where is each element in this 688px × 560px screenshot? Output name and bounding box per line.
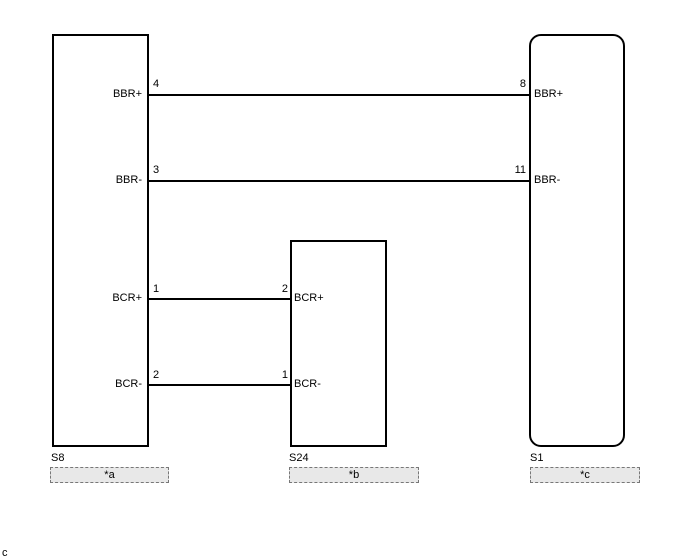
s8-pin-signal: BCR- <box>115 378 142 390</box>
s8-pin-number: 2 <box>153 369 160 381</box>
connector-s8-box <box>52 34 149 447</box>
connector-s24-label: S24 <box>289 452 309 464</box>
s1-pin-signal: BBR+ <box>534 88 564 100</box>
connector-s1-tag: *c <box>530 467 640 483</box>
connector-s1-label: S1 <box>530 452 544 464</box>
connector-s24-box <box>290 240 387 447</box>
wire-bcr-minus <box>149 384 290 386</box>
s8-pin-signal: BCR+ <box>112 292 142 304</box>
s8-pin-signal: BBR- <box>115 174 142 186</box>
s1-pin-number: 11 <box>514 164 526 176</box>
s1-pin-signal: BBR- <box>534 174 561 186</box>
s8-pin-number: 4 <box>153 78 160 90</box>
s8-pin-number: 1 <box>153 283 160 295</box>
footnote: c <box>2 547 8 559</box>
connector-s24-tag: *b <box>289 467 419 483</box>
connector-s8-tag: *a <box>50 467 169 483</box>
connector-s1-box <box>529 34 625 447</box>
wire-bbr-minus <box>149 180 529 182</box>
connector-s8-label: S8 <box>51 452 65 464</box>
s8-pin-signal: BBR+ <box>112 88 142 100</box>
s24-pin-number: 2 <box>281 283 288 295</box>
s24-pin-number: 1 <box>281 369 288 381</box>
s24-pin-signal: BCR+ <box>294 292 324 304</box>
wire-bbr-plus <box>149 94 529 96</box>
s8-pin-number: 3 <box>153 164 160 176</box>
s1-pin-number: 8 <box>519 78 526 90</box>
s24-pin-signal: BCR- <box>294 378 321 390</box>
wire-bcr-plus <box>149 298 290 300</box>
